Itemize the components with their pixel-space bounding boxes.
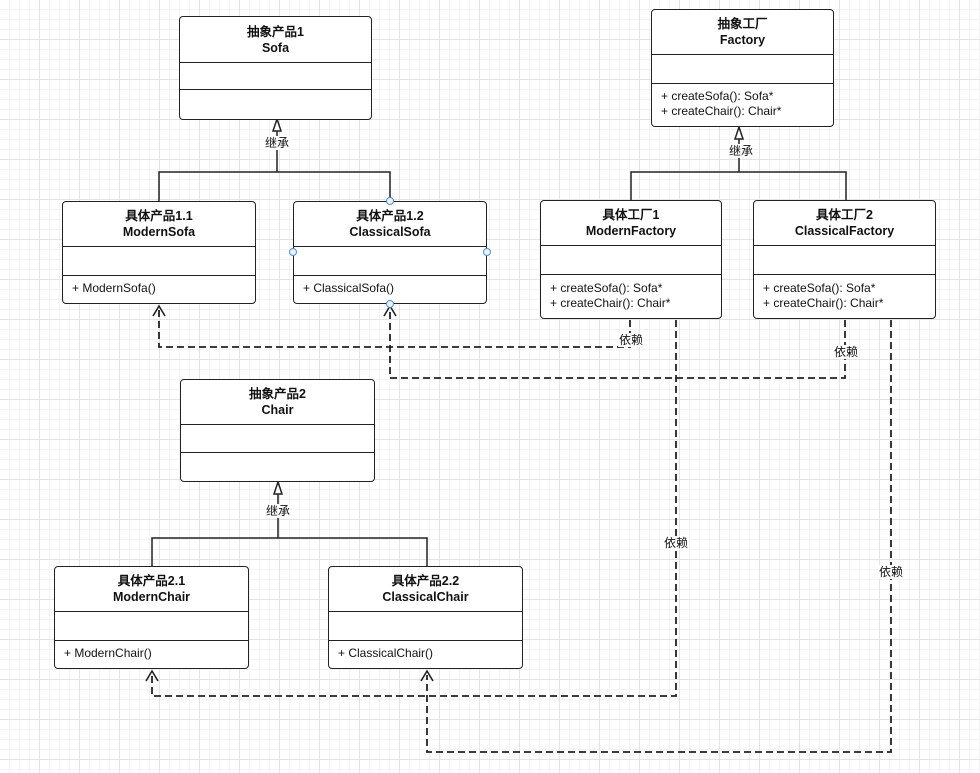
class-name: ClassicalChair: [382, 590, 469, 604]
attributes-compartment[interactable]: [55, 612, 248, 641]
class-header: 具体工厂1 ModernFactory: [541, 201, 721, 246]
class-classical-sofa[interactable]: 具体产品1.2 ClassicalSofa + ClassicalSofa(): [293, 201, 487, 304]
operations-compartment[interactable]: + ClassicalSofa(): [294, 276, 486, 296]
depend-edge-modernfactory-modernchair: [151, 320, 677, 697]
inherit-arrowhead-factory: [733, 124, 745, 140]
operation-item: + ModernSofa(): [72, 281, 156, 295]
operation-item: + ModernChair(): [64, 646, 152, 660]
depend-arrowhead-modernchair: [145, 669, 159, 682]
selection-handle-left[interactable]: [289, 248, 297, 256]
depend-label-classicalfactory-classicalchair[interactable]: 依赖: [877, 565, 905, 579]
operation-item: + createSofa(): Sofa*: [550, 281, 663, 295]
class-modern-factory[interactable]: 具体工厂1 ModernFactory + createSofa(): Sofa…: [540, 200, 722, 319]
class-stereotype: 抽象工厂: [717, 17, 768, 31]
class-name: ModernChair: [112, 590, 191, 604]
class-header: 具体产品1.2 ClassicalSofa: [294, 202, 486, 247]
class-factory[interactable]: 抽象工厂 Factory + createSofa(): Sofa* + cre…: [651, 9, 834, 127]
operations-compartment[interactable]: + ModernSofa(): [63, 276, 255, 296]
class-stereotype: 具体产品1.1: [125, 209, 193, 223]
class-header: 具体工厂2 ClassicalFactory: [754, 201, 935, 246]
selection-handle-top[interactable]: [386, 197, 394, 205]
operation-item: + createChair(): Chair*: [550, 296, 671, 310]
class-stereotype: 具体工厂2: [816, 208, 873, 222]
class-name: ModernSofa: [122, 225, 196, 239]
class-stereotype: 抽象产品2: [249, 387, 306, 401]
depend-edge-classicalfactory-classicalchair: [426, 320, 892, 753]
class-chair[interactable]: 抽象产品2 Chair: [180, 379, 375, 482]
operations-compartment[interactable]: + createSofa(): Sofa* + createChair(): C…: [541, 275, 721, 311]
operations-compartment[interactable]: + createSofa(): Sofa* + createChair(): C…: [754, 275, 935, 311]
attributes-compartment[interactable]: [181, 425, 374, 453]
class-name: Chair: [261, 403, 294, 417]
class-header: 抽象工厂 Factory: [652, 10, 833, 55]
inherit-arrowhead-chair: [272, 479, 284, 495]
class-stereotype: 具体产品2.1: [117, 574, 186, 588]
operation-item: + createSofa(): Sofa*: [763, 281, 876, 295]
operation-item: + ClassicalSofa(): [303, 281, 395, 295]
class-sofa[interactable]: 抽象产品1 Sofa: [179, 16, 372, 120]
class-header: 抽象产品2 Chair: [181, 380, 374, 425]
class-classical-chair[interactable]: 具体产品2.2 ClassicalChair + ClassicalChair(…: [328, 566, 523, 669]
class-stereotype: 抽象产品1: [247, 24, 304, 39]
class-name: Sofa: [261, 40, 290, 55]
class-name: ClassicalFactory: [794, 224, 895, 238]
inherit-label-factory[interactable]: 继承: [727, 144, 755, 158]
class-stereotype: 具体产品1.2: [356, 209, 424, 223]
attributes-compartment[interactable]: [754, 246, 935, 275]
class-stereotype: 具体产品2.2: [391, 574, 460, 588]
depend-label-modernfactory-modernsofa[interactable]: 依赖: [617, 333, 645, 347]
class-header: 具体产品2.1 ModernChair: [55, 567, 248, 612]
class-classical-factory[interactable]: 具体工厂2 ClassicalFactory + createSofa(): S…: [753, 200, 936, 319]
operations-compartment[interactable]: [180, 90, 371, 95]
operations-compartment[interactable]: + createSofa(): Sofa* + createChair(): C…: [652, 84, 833, 119]
selection-handle-right[interactable]: [483, 248, 491, 256]
operations-compartment[interactable]: + ClassicalChair(): [329, 641, 522, 661]
depend-label-modernfactory-modernchair[interactable]: 依赖: [662, 536, 690, 550]
depend-arrowhead-classicalchair: [420, 669, 434, 682]
attributes-compartment[interactable]: [294, 247, 486, 276]
inherit-edge-chair: [151, 488, 428, 566]
class-name: Factory: [719, 33, 766, 47]
inherit-label-sofa[interactable]: 继承: [263, 136, 291, 150]
operation-item: + createChair(): Chair*: [661, 104, 782, 118]
class-modern-chair[interactable]: 具体产品2.1 ModernChair + ModernChair(): [54, 566, 249, 669]
class-header: 抽象产品1 Sofa: [180, 17, 371, 63]
inherit-edge-factory: [630, 132, 847, 200]
class-modern-sofa[interactable]: 具体产品1.1 ModernSofa + ModernSofa(): [62, 201, 256, 304]
operations-compartment[interactable]: + ModernChair(): [55, 641, 248, 661]
class-name: ModernFactory: [585, 224, 677, 238]
attributes-compartment[interactable]: [329, 612, 522, 641]
attributes-compartment[interactable]: [180, 63, 371, 90]
attributes-compartment[interactable]: [541, 246, 721, 275]
inherit-arrowhead-sofa: [271, 116, 283, 132]
depend-arrowhead-modernsofa: [152, 304, 166, 317]
selection-handle-bottom[interactable]: [386, 300, 394, 308]
operations-compartment[interactable]: [181, 453, 374, 458]
operation-item: + ClassicalChair(): [338, 646, 434, 660]
class-header: 具体产品2.2 ClassicalChair: [329, 567, 522, 612]
operation-item: + createSofa(): Sofa*: [661, 89, 774, 103]
depend-label-classicalfactory-classicalsofa[interactable]: 依赖: [832, 345, 860, 359]
class-stereotype: 具体工厂1: [602, 208, 660, 222]
operation-item: + createChair(): Chair*: [763, 296, 884, 310]
class-name: ClassicalSofa: [349, 225, 431, 239]
attributes-compartment[interactable]: [63, 247, 255, 276]
inherit-label-chair[interactable]: 继承: [264, 504, 292, 518]
class-header: 具体产品1.1 ModernSofa: [63, 202, 255, 247]
attributes-compartment[interactable]: [652, 55, 833, 84]
